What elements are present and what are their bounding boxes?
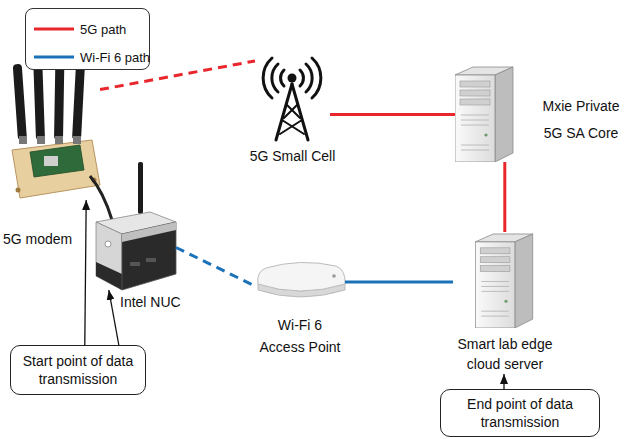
edge-server-node: Smart lab edge cloud server	[453, 232, 557, 374]
legend-text: Wi-Fi 6 path	[80, 50, 150, 65]
legend-box: 5G pathWi-Fi 6 path	[25, 8, 150, 70]
pointer-arrow	[503, 374, 504, 389]
wifi-link	[345, 281, 453, 284]
5g-link	[503, 162, 506, 232]
core-node: Mxie Private 5G SA Core	[455, 65, 515, 162]
device-label: 5G Small Cell	[245, 147, 340, 165]
edge-server-icon	[475, 234, 532, 328]
callout-text: Start point of data transmission	[19, 352, 137, 388]
device-label: Mxie Private 5G SA Core	[540, 93, 622, 147]
small-cell-node: 5G Small Cell	[255, 55, 330, 140]
nuc-icon	[96, 162, 176, 290]
icon-area	[453, 232, 557, 328]
legend-line	[34, 24, 74, 34]
5g-link	[330, 113, 455, 116]
callout-box: End point of data transmission	[440, 389, 600, 437]
tower-icon	[263, 58, 321, 140]
callout-text: End point of data transmission	[461, 395, 579, 431]
nuc-node: Intel NUC	[92, 205, 176, 290]
modem-icon	[12, 62, 100, 198]
device-label: Wi-Fi 6 Access Point	[255, 314, 345, 358]
pointer-arrow	[109, 290, 119, 345]
callout-box: Start point of data transmission	[10, 345, 146, 395]
legend-row: Wi-Fi 6 path	[34, 47, 150, 67]
access-point-icon	[258, 262, 345, 297]
modem-node: 5G modem	[8, 62, 100, 200]
usb-cable	[90, 176, 112, 220]
device-label: Intel NUC	[120, 293, 181, 311]
core-server-icon	[455, 67, 513, 162]
device-label: Smart lab edge cloud server	[453, 334, 557, 374]
legend-line	[34, 52, 74, 62]
legend-text: 5G path	[80, 22, 126, 37]
legend-row: 5G path	[34, 19, 126, 39]
wifi-link	[176, 248, 255, 287]
pointer-arrow	[85, 200, 86, 345]
access-point-node: Wi-Fi 6 Access Point	[255, 262, 345, 302]
device-label: 5G modem	[3, 230, 72, 248]
